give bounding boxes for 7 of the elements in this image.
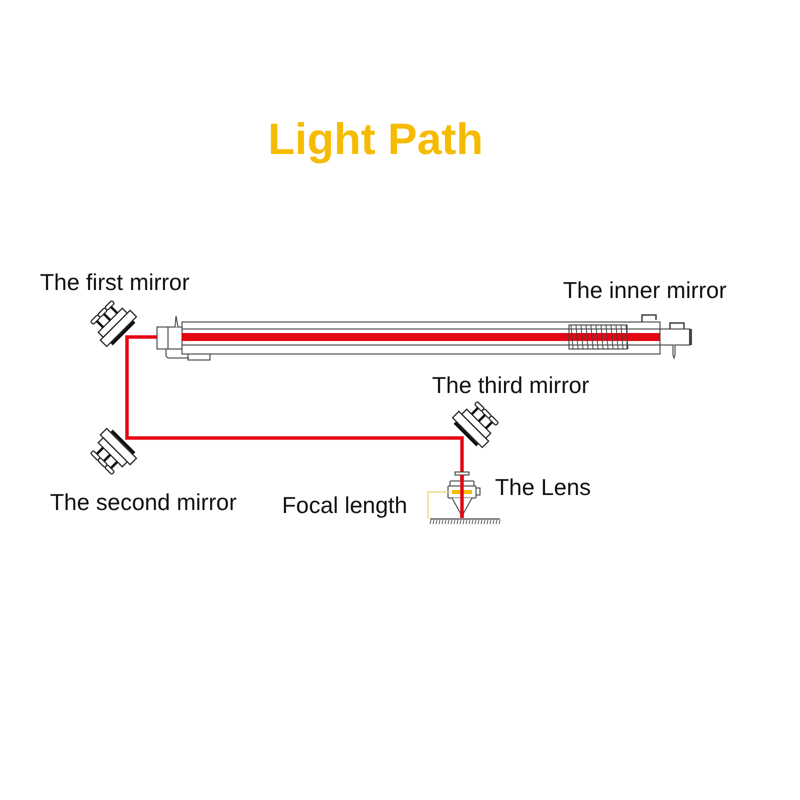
part-label: The inner mirror bbox=[563, 279, 727, 302]
part-label: The second mirror bbox=[50, 491, 237, 514]
title: Light Path bbox=[268, 118, 484, 162]
part-label: The Lens bbox=[495, 476, 591, 499]
part-label: Focal length bbox=[282, 494, 408, 517]
part-label: The third mirror bbox=[432, 374, 590, 397]
part-label: The first mirror bbox=[40, 271, 190, 294]
